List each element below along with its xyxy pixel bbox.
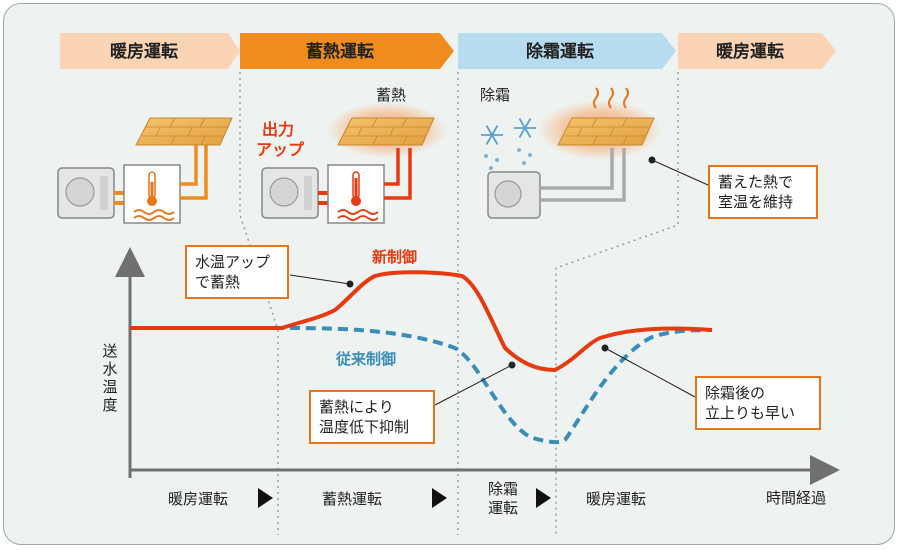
phase-banner-heating-1 xyxy=(60,33,240,69)
callout-storage-suppress-line2: 温度低下抑制 xyxy=(319,418,410,436)
y-axis-label-char-4: 度 xyxy=(102,396,118,414)
callout-storage-suppress: 蓄熱により 温度低下抑制 xyxy=(309,390,435,444)
phase-label-heating-2: 暖房運転 xyxy=(716,42,784,62)
leader-storage-suppress xyxy=(434,364,513,406)
phase-banner-heat-storage xyxy=(240,33,454,69)
divider-defrost-end xyxy=(555,72,679,535)
snowflake-icon xyxy=(481,118,536,145)
callout-storage-suppress-line1: 蓄熱により xyxy=(319,398,394,416)
defrost-unit-group xyxy=(481,87,662,219)
bottom-phase-defrost-line2: 運転 xyxy=(488,499,519,517)
bottom-phase-defrost-line1: 除霜 xyxy=(488,480,519,498)
y-axis-label: 送 水 温 度 xyxy=(100,342,120,414)
output-up-label-line1: 出力 xyxy=(262,120,295,139)
leader-fast-rise xyxy=(604,347,696,398)
heat-storage-icon-label: 蓄熱 xyxy=(376,86,407,104)
leader-stored-heat xyxy=(651,159,709,186)
bottom-phase-defrost: 除霜 運転 xyxy=(488,480,518,518)
bottom-phase-heating-1: 暖房運転 xyxy=(168,490,229,508)
phase-banner-defrost xyxy=(458,33,676,69)
thermometer-icon-1 xyxy=(133,171,175,221)
callout-water-temp-up-line1: 水温アップ xyxy=(195,253,271,271)
bottom-arrow-1 xyxy=(258,488,273,508)
water-drops-icon xyxy=(484,148,532,170)
old-control-curve xyxy=(130,326,713,445)
defrost-icon-label: 除霜 xyxy=(480,86,511,104)
callout-stored-heat-line2: 室温を維持 xyxy=(718,193,794,211)
callout-water-temp-up-line2: で蓄熱 xyxy=(195,273,241,291)
legend-new-control: 新制御 xyxy=(372,248,418,266)
phase-label-heat-storage: 蓄熱運転 xyxy=(306,42,374,62)
new-control-curve xyxy=(130,270,713,373)
y-axis-label-char-1: 送 xyxy=(102,342,118,360)
divider-storage-start xyxy=(239,72,279,535)
y-axis-label-char-2: 水 xyxy=(102,360,118,378)
callout-water-temp-up: 水温アップ で蓄熱 xyxy=(185,245,289,299)
leader-water-temp xyxy=(289,274,351,285)
x-axis-label: 時間経過 xyxy=(766,489,827,507)
bottom-phase-heat-storage: 蓄熱運転 xyxy=(322,490,383,508)
callout-stored-heat-line1: 蓄えた熱で xyxy=(718,173,794,191)
y-axis-label-char-3: 温 xyxy=(102,378,118,396)
phase-label-heating-1: 暖房運転 xyxy=(110,42,178,62)
callout-stored-heat: 蓄えた熱で 室温を維持 xyxy=(708,165,818,219)
phase-banner-heating-2 xyxy=(678,33,836,69)
phase-label-defrost: 除霜運転 xyxy=(526,42,594,62)
legend-old-control: 従来制御 xyxy=(336,350,397,368)
thermometer-icon-2 xyxy=(337,171,379,221)
callout-fast-rise: 除霜後の 立上りも早い xyxy=(695,376,821,430)
heat-wave-icon xyxy=(593,87,629,109)
callout-fast-rise-line1: 除霜後の xyxy=(705,384,766,402)
callout-fast-rise-line2: 立上りも早い xyxy=(705,404,796,422)
bottom-arrow-2 xyxy=(432,488,447,508)
output-up-label-line2: アップ xyxy=(256,140,305,159)
bottom-phase-heating-2: 暖房運転 xyxy=(586,490,647,508)
heating-unit-group-1 xyxy=(57,117,233,224)
bottom-arrow-3 xyxy=(536,488,551,508)
